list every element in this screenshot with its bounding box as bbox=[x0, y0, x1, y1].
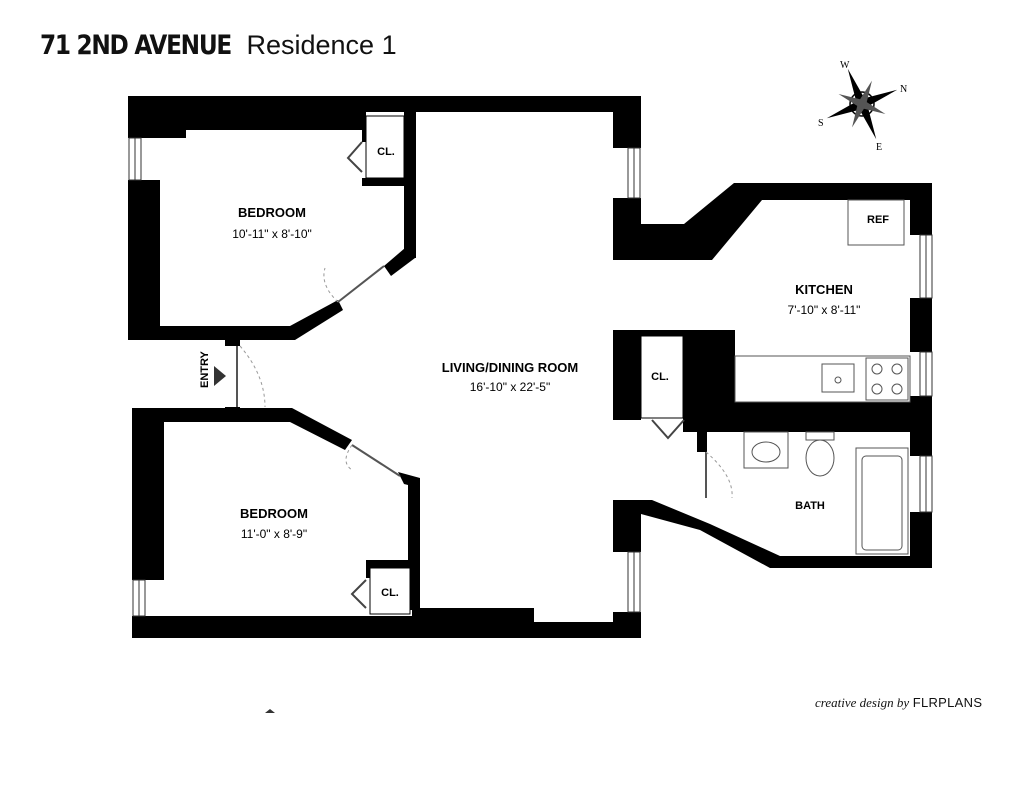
walls bbox=[128, 96, 932, 638]
room-bedroom-top-name: BEDROOM bbox=[238, 205, 306, 220]
wall-bath-right bbox=[910, 512, 932, 568]
wall-left-upper-top bbox=[128, 96, 160, 138]
wall-closet-bottom-top bbox=[366, 560, 412, 568]
stove bbox=[865, 357, 909, 401]
room-bath-name: BATH bbox=[795, 500, 825, 512]
room-bedroom-top-dims: 10'-11" x 8'-10" bbox=[232, 227, 312, 241]
wall-lower-bedroom-top bbox=[132, 408, 352, 450]
wall-left-lower bbox=[132, 408, 164, 580]
entry-label: ENTRY bbox=[199, 350, 211, 388]
door-swing-entry bbox=[239, 345, 266, 408]
room-living-dims: 16'-10" x 22'-5" bbox=[470, 380, 550, 394]
bathtub-inner bbox=[861, 455, 903, 551]
closet-top-label: CL. bbox=[377, 146, 395, 158]
doors bbox=[236, 265, 733, 499]
wall-closet-bottom-left bbox=[366, 568, 370, 578]
refrigerator bbox=[847, 199, 905, 246]
wall-top-right bbox=[613, 96, 641, 148]
wall-left-upper bbox=[128, 180, 160, 340]
wall-bath-left bbox=[697, 402, 707, 452]
address-title: 71 2ND AVENUE bbox=[40, 30, 232, 61]
compass-w: W bbox=[840, 60, 850, 71]
toilet-tank bbox=[805, 431, 835, 441]
wall-top-left-block-2 bbox=[186, 96, 362, 130]
page-title: 71 2ND AVENUE Residence 1 bbox=[40, 30, 397, 61]
residence-subtitle: Residence 1 bbox=[246, 30, 397, 60]
wall-entry-upper bbox=[225, 326, 240, 346]
closet-bottom-label: CL. bbox=[381, 587, 399, 599]
wall-kitchen-left-block bbox=[683, 330, 735, 404]
toilet-bowl bbox=[805, 439, 835, 477]
door-swing-upper-bedroom bbox=[323, 267, 339, 303]
ref-label: REF bbox=[867, 214, 889, 226]
wall-kitchen-bottom bbox=[683, 402, 932, 432]
compass-s: S bbox=[818, 118, 824, 129]
compass-rose-icon: N S E W bbox=[818, 60, 907, 153]
closet-door-bottom bbox=[350, 579, 367, 609]
wall-lower-bedroom-right bbox=[408, 478, 420, 610]
design-credit: creative design by FLRPLANS bbox=[815, 695, 982, 711]
wall-closet-top-left bbox=[362, 112, 366, 142]
wall-bottom-2 bbox=[412, 608, 534, 638]
entry-arrow-icon bbox=[214, 366, 226, 386]
credit-brand: FLRPLANS bbox=[912, 695, 983, 710]
wall-living-right-mid bbox=[613, 330, 641, 420]
closet-mid bbox=[640, 335, 684, 419]
closet-mid-label: CL. bbox=[651, 371, 669, 383]
wall-upper-bedroom-bottom bbox=[128, 300, 343, 340]
wall-kitchen-right-2 bbox=[910, 298, 932, 352]
compass-e: E bbox=[876, 142, 882, 153]
wall-right-upper bbox=[613, 198, 641, 260]
entry-marker: ENTRY bbox=[199, 350, 226, 388]
compass-n: N bbox=[900, 84, 907, 95]
bath-sink bbox=[751, 441, 781, 463]
room-bedroom-bottom-dims: 11'-0" x 8'-9" bbox=[241, 527, 307, 541]
wall-mid-closet-top bbox=[613, 330, 683, 336]
wall-bath-bottom bbox=[641, 500, 932, 568]
room-labels: BEDROOM 10'-11" x 8'-10" BEDROOM 11'-0" … bbox=[232, 146, 889, 599]
room-kitchen-name: KITCHEN bbox=[795, 282, 853, 297]
credit-prefix: creative design by bbox=[815, 695, 910, 710]
room-kitchen-dims: 7'-10" x 8'-11" bbox=[788, 303, 861, 317]
small-marker bbox=[265, 709, 275, 713]
closet-top bbox=[365, 115, 405, 179]
closet-door-top bbox=[346, 141, 363, 173]
wall-bottom-3 bbox=[534, 622, 641, 638]
windows bbox=[128, 137, 933, 617]
closet-doors bbox=[346, 141, 685, 609]
wall-closet-top-bottom bbox=[362, 178, 406, 186]
wall-bottom bbox=[132, 616, 412, 638]
closet-door-mid bbox=[651, 419, 685, 440]
room-living-name: LIVING/DINING ROOM bbox=[442, 360, 579, 375]
wall-kitchen-top bbox=[641, 183, 932, 260]
wall-upper-bedroom-right bbox=[404, 112, 416, 258]
room-bedroom-bottom-name: BEDROOM bbox=[240, 506, 308, 521]
door-swing-bath bbox=[705, 451, 733, 499]
closet-bottom bbox=[369, 567, 411, 615]
wall-right-lower bbox=[613, 500, 641, 552]
fixtures bbox=[365, 115, 911, 615]
door-swing-lower-bedroom bbox=[345, 444, 353, 471]
wall-kitchen-right bbox=[910, 183, 932, 235]
